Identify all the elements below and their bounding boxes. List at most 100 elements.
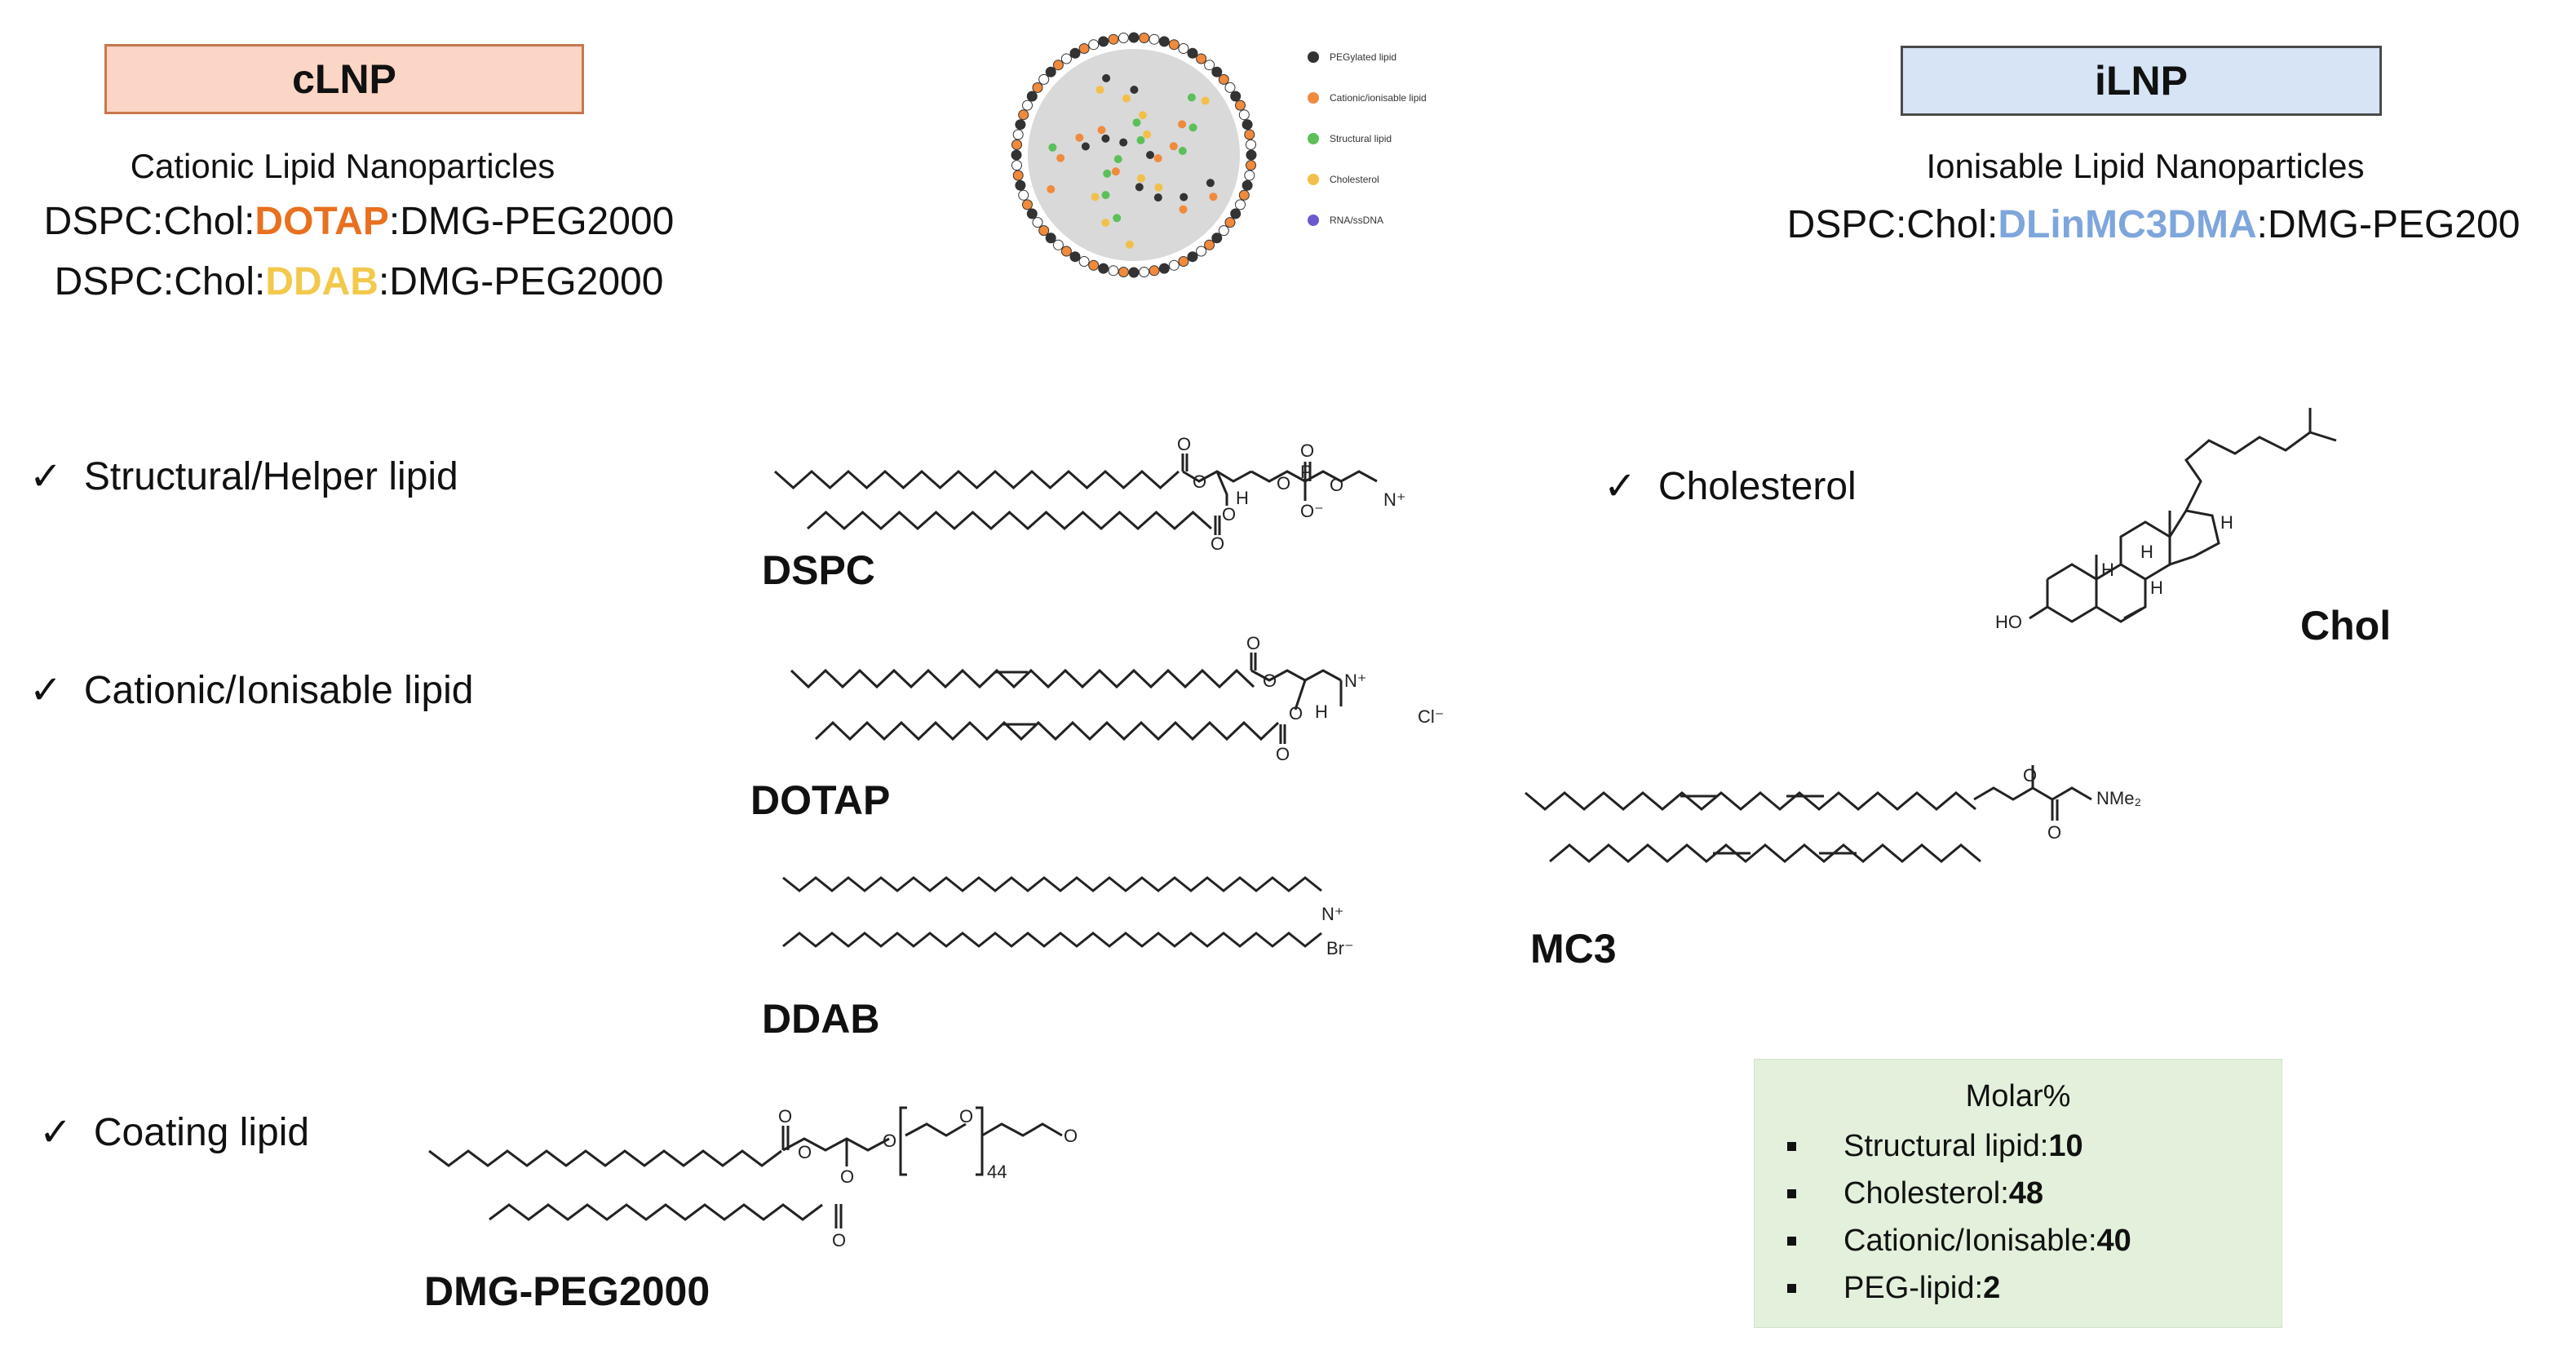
dspc-acyl-chain-1 <box>774 469 1180 490</box>
chol-atom-h2: H <box>2150 578 2163 598</box>
ilnp-header-box: iLNP <box>1901 46 2382 116</box>
check-mark-icon: ✓ <box>29 669 63 712</box>
molar-item-cationic: Cationic/Ionisable: 40 <box>1787 1217 2282 1264</box>
legend-swatch <box>1308 133 1319 144</box>
mc3-atom-o2: O <box>2047 822 2061 843</box>
nanoparticle-inner-lipid <box>1154 183 1163 192</box>
nanoparticle-inner-lipid <box>1188 123 1197 132</box>
nanoparticle-inner-lipid <box>1139 111 1147 120</box>
nanoparticle-inner-lipid <box>1119 138 1128 147</box>
nanoparticle-lipid-head <box>1204 60 1215 71</box>
nanoparticle-lipid-head <box>1158 263 1170 274</box>
dotap-atom-o1: O <box>1246 633 1260 653</box>
nanoparticle-lipid-head <box>1246 139 1256 150</box>
chol-atom-h1: H <box>2101 560 2114 580</box>
legend-label: Structural lipid <box>1330 133 1392 144</box>
nanoparticle-lipid-head <box>1218 73 1229 85</box>
peg-repeat-count: 44 <box>987 1162 1007 1182</box>
nanoparticle-inner-lipid <box>1178 120 1187 129</box>
check-coating-lipid: ✓ Coating lipid <box>39 1109 309 1155</box>
dspc-atom-h: H <box>1236 488 1249 508</box>
molar-title: Molar% <box>1965 1079 2071 1113</box>
nanoparticle-lipid-head <box>1012 129 1024 140</box>
nanoparticle-sphere <box>1011 32 1257 278</box>
dotap-label: DOTAP <box>750 777 891 823</box>
bullet-icon <box>1787 1188 1796 1198</box>
check-cholesterol: ✓ Cholesterol <box>1604 463 1857 509</box>
mc3-atom-nme2: NMe₂ <box>2096 788 2141 808</box>
nanoparticle-lipid-head <box>1204 239 1215 250</box>
ilnp-header-label: iLNP <box>2095 58 2188 104</box>
dotap-atom-o2: O <box>1263 671 1277 691</box>
nanoparticle-lipid-head <box>1078 43 1090 54</box>
peg-atom-o1: O <box>778 1106 792 1126</box>
nanoparticle-inner-lipid <box>1048 143 1057 152</box>
nanoparticle-inner-lipid <box>1143 130 1152 139</box>
nanoparticle-inner-lipid <box>1101 134 1110 143</box>
mc3-linoleyl-chain-1 <box>1525 791 1976 811</box>
nanoparticle-lipid-head <box>1052 239 1064 250</box>
nanoparticle-lipid-head <box>1011 160 1022 171</box>
nanoparticle-lipid-head <box>1168 39 1180 51</box>
nanoparticle-lipid-head <box>1178 256 1189 267</box>
clnp-subtitle: Cationic Lipid Nanoparticles <box>130 147 555 185</box>
nanoparticle-lipid-head <box>1128 267 1140 278</box>
nanoparticle-inner-lipid <box>1179 205 1188 214</box>
bullet-icon <box>1787 1236 1796 1246</box>
nanoparticle-lipid-head <box>1178 43 1189 54</box>
nanoparticle-lipid-head <box>1060 246 1072 257</box>
nanoparticle-inner-lipid <box>1103 169 1112 178</box>
molar-list: Structural lipid: 10 Cholesterol: 48 Cat… <box>1755 1122 2282 1312</box>
ddab-alkyl-chain-2 <box>782 932 1322 948</box>
dspc-label: DSPC <box>762 547 875 593</box>
chol-side-chain <box>2184 431 2337 511</box>
nanoparticle-inner-lipid <box>1113 155 1122 164</box>
molar-item-value: 2 <box>1983 1271 2001 1305</box>
nanoparticle-lipid-head <box>1022 100 1033 111</box>
nanoparticle-lipid-head <box>1038 225 1050 237</box>
dspc-acyl-chain-2 <box>807 510 1212 531</box>
nanoparticle-lipid-head <box>1026 208 1038 219</box>
nanoparticle-lipid-head <box>1238 189 1250 201</box>
mc3-structure: O O NMe₂ <box>1525 765 2141 863</box>
nanoparticle-inner-lipid <box>1102 73 1111 82</box>
molar-item-value: 10 <box>2048 1129 2083 1163</box>
nanoparticle-lipid-head <box>1098 36 1109 47</box>
nanoparticle-lipid-head <box>1230 91 1242 102</box>
nanoparticle-lipid-head <box>1242 119 1253 131</box>
nanoparticle-inner-lipid <box>1097 126 1106 135</box>
dotap-atom-o3: O <box>1289 703 1303 724</box>
nanoparticle-inner-lipid <box>1206 179 1215 188</box>
formula-prefix: DSPC:Chol: <box>54 260 266 303</box>
nanoparticle-inner-lipid <box>1091 193 1100 201</box>
peg-atom-o7: O <box>1064 1126 1078 1146</box>
peg-label: DMG-PEG2000 <box>424 1268 710 1314</box>
molar-item-peg: PEG-lipid: 2 <box>1787 1264 2282 1312</box>
molar-item-structural: Structural lipid: 10 <box>1787 1122 2282 1170</box>
dspc-atom-o3: O <box>1222 504 1236 525</box>
nanoparticle-lipid-head <box>1139 33 1150 43</box>
formula-suffix: :DMG-PEG200 <box>2256 203 2521 246</box>
nanoparticle-lipid-head <box>1012 170 1024 181</box>
nanoparticle-inner-lipid <box>1153 154 1162 162</box>
check-cationic-lipid: ✓ Cationic/Ionisable lipid <box>29 667 474 713</box>
nanoparticle-lipid-head <box>1246 149 1257 161</box>
nanoparticle-inner-lipid <box>1056 153 1065 162</box>
ddab-atom-nplus: N⁺ <box>1321 904 1344 924</box>
molar-percent-box: Molar% Structural lipid: 10 Cholesterol:… <box>1754 1059 2282 1328</box>
nanoparticle-inner-lipid <box>1153 193 1162 202</box>
nanoparticle-inner-lipid <box>1169 142 1178 151</box>
chol-ring-d <box>2168 509 2220 566</box>
nanoparticle-lipid-head <box>1244 170 1255 181</box>
nanoparticle-lipid-head <box>1230 208 1242 219</box>
nanoparticle-lipid-head <box>1069 251 1081 263</box>
nanoparticle-inner-lipid <box>1122 94 1131 103</box>
nanoparticle-lipid-head <box>1224 82 1236 93</box>
nanoparticle-lipid-head <box>1242 179 1253 191</box>
dotap-atom-nplus: N⁺ <box>1344 671 1367 691</box>
molar-item-label: Cholesterol: <box>1843 1176 2009 1211</box>
peg-atom-o3: O <box>840 1166 854 1187</box>
nanoparticle-inner-lipid <box>1101 219 1110 227</box>
formula-suffix: :DMG-PEG2000 <box>388 200 675 243</box>
